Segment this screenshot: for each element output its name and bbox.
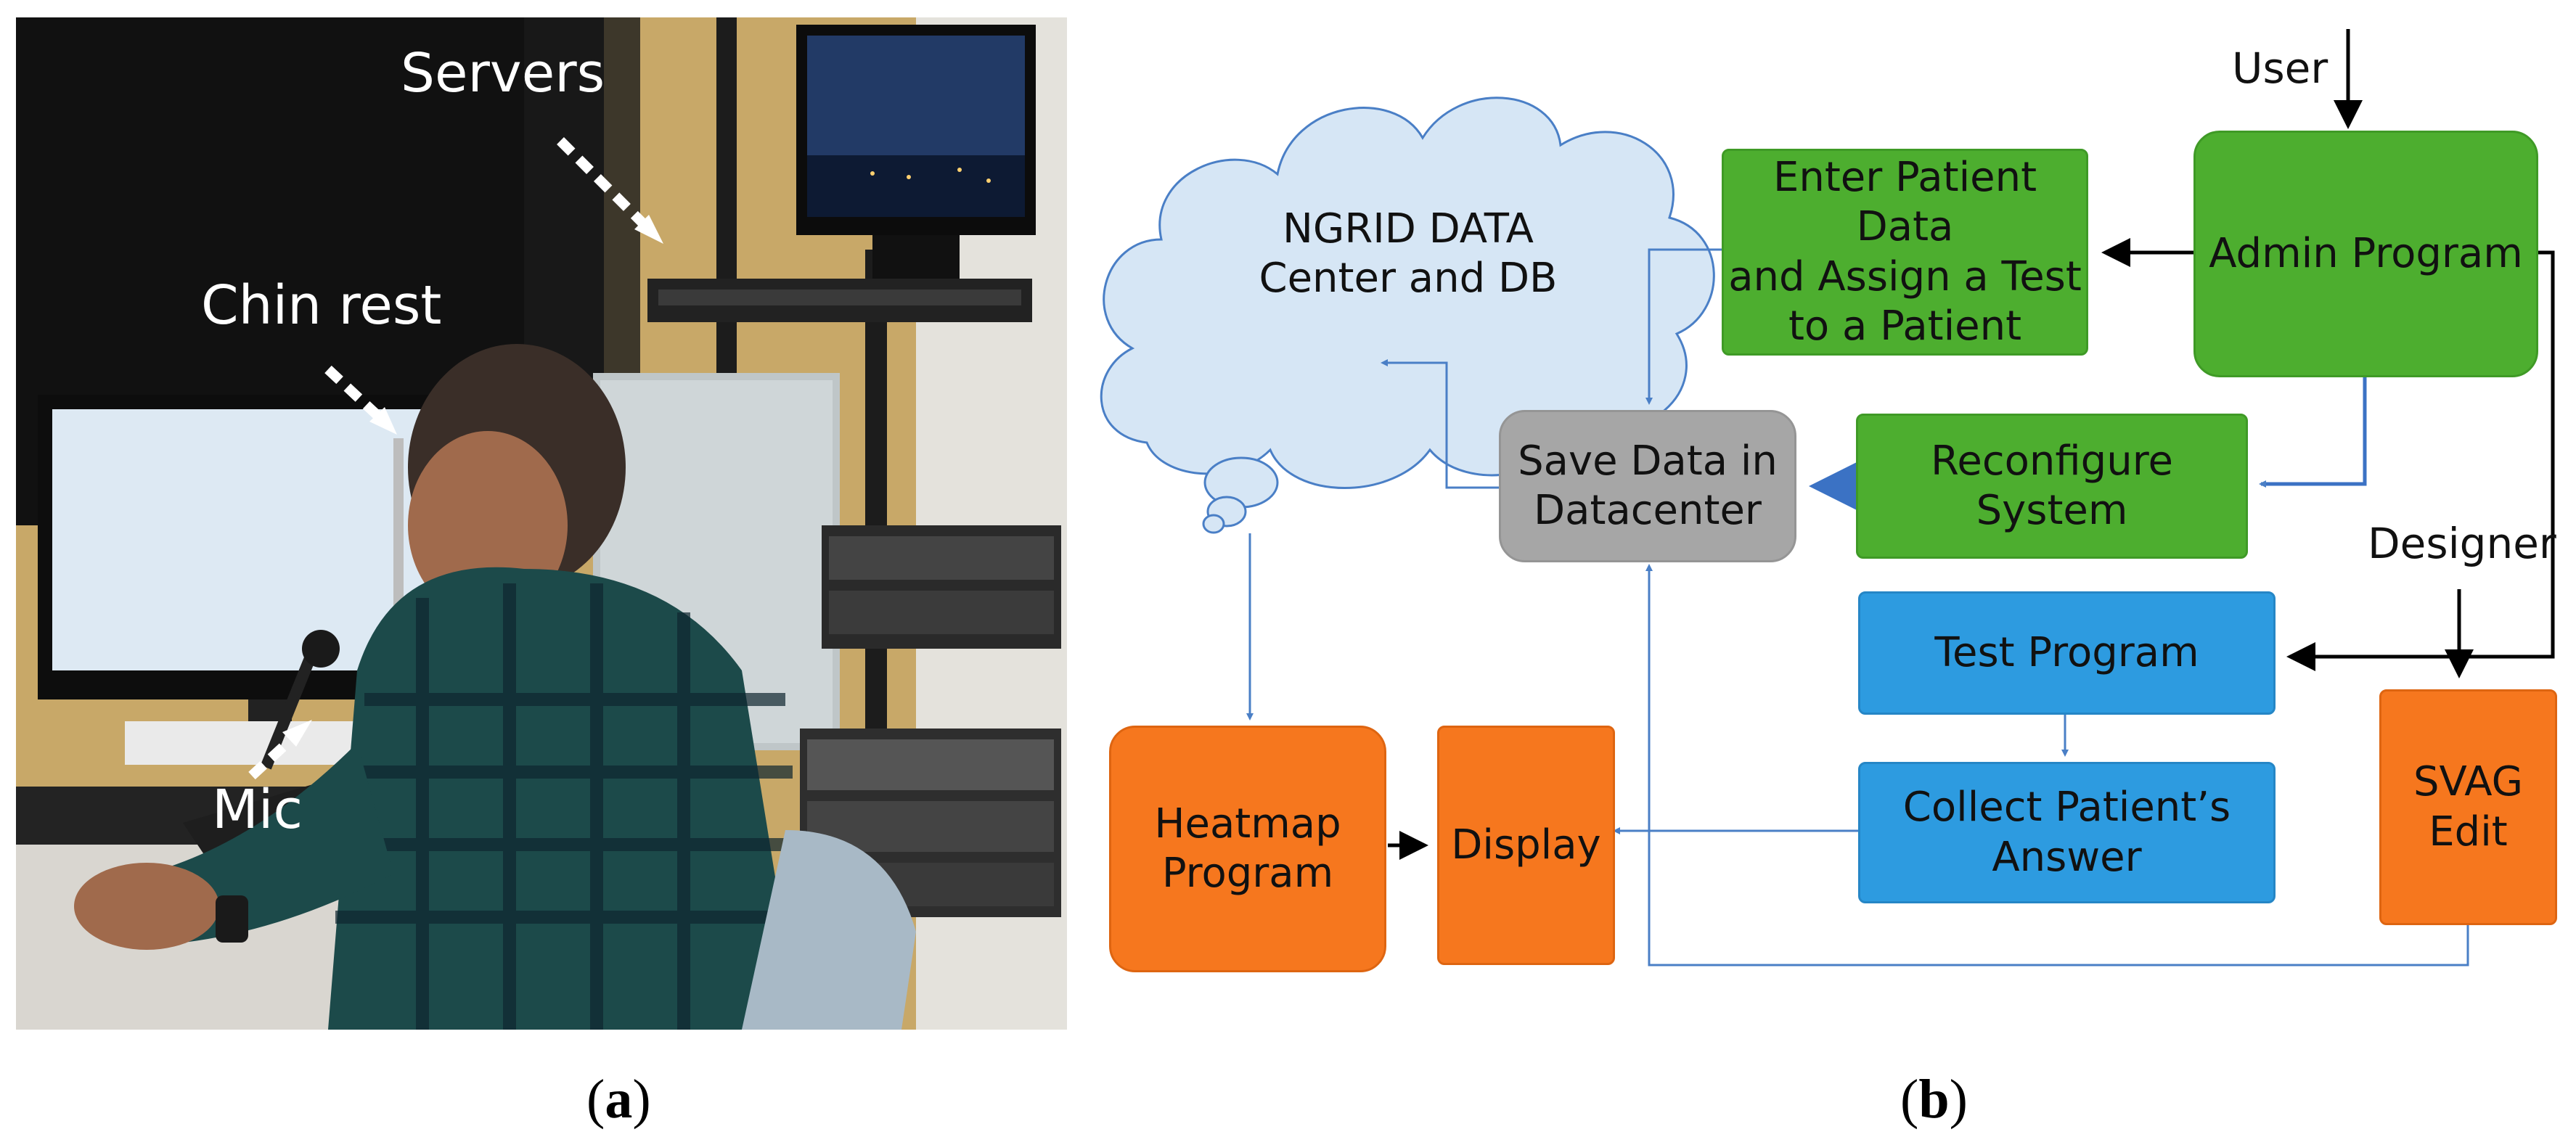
cloud-node-label: NGRID DATA Center and DB [1259, 205, 1558, 302]
panel-b-caption-letter: b [1918, 1069, 1950, 1130]
enter-patient-data-node: Enter Patient Data and Assign a Test to … [1722, 149, 2088, 356]
designer-actor-label: Designer [2368, 519, 2556, 568]
reconfigure-system-node: Reconfigure System [1856, 414, 2248, 559]
chin-rest-label: Chin rest [201, 274, 442, 337]
svag-edit-node: SVAG Edit [2379, 689, 2557, 925]
collect-answer-node: Collect Patient’s Answer [1858, 762, 2276, 903]
mic-label: Mic [212, 779, 303, 841]
servers-label: Servers [401, 42, 605, 104]
display-node: Display [1437, 726, 1615, 965]
panel-a-caption-letter: a [605, 1069, 633, 1130]
admin-program-node: Admin Program [2193, 131, 2538, 377]
user-actor-label: User [2232, 44, 2328, 93]
panel-a-caption: (a) [586, 1069, 651, 1130]
heatmap-program-node: Heatmap Program [1109, 726, 1386, 972]
save-data-node: Save Data in Datacenter [1499, 410, 1796, 562]
cloud-shape [1100, 97, 1715, 534]
lab-setup-photo: Servers Chin rest Mic [16, 17, 1067, 1030]
test-program-node: Test Program [1858, 591, 2276, 715]
panel-b-caption: (b) [1900, 1069, 1968, 1130]
photo-illustration [16, 17, 1067, 1030]
